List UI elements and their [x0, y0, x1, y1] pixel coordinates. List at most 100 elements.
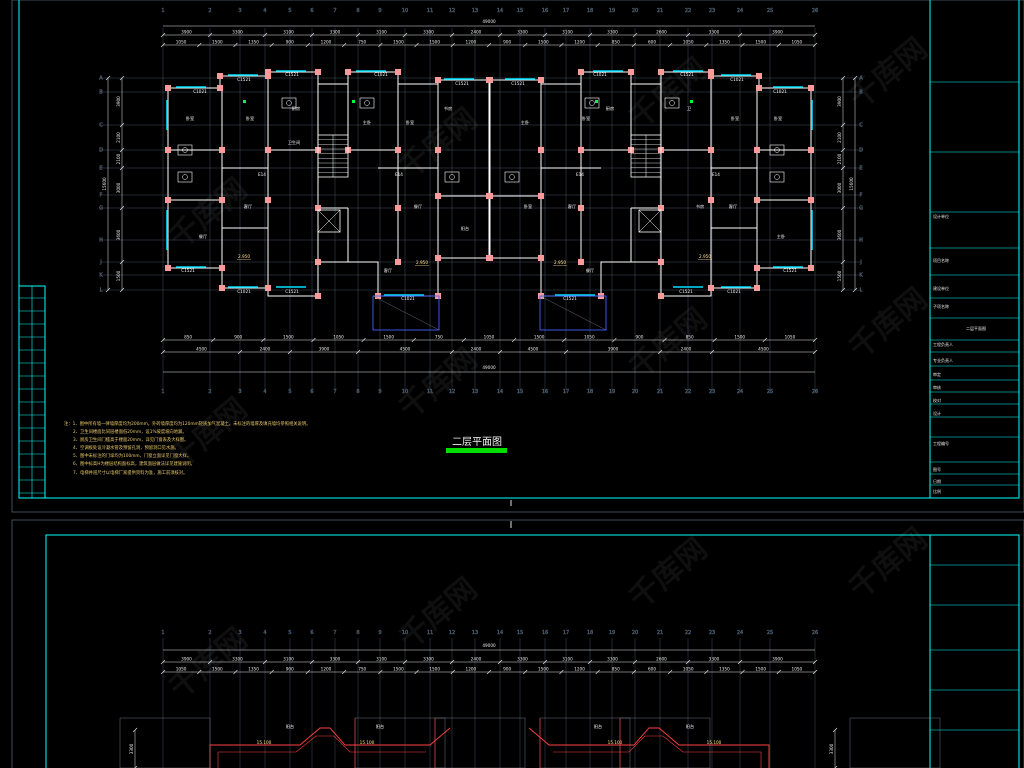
unit-type-label: E14 — [258, 172, 266, 177]
axis-number-top: 15 — [517, 630, 523, 636]
structural-column — [265, 69, 271, 75]
note-line-4: 4、空调板处设冷凝水管及预留孔洞，预留洞口见水施。 — [73, 446, 179, 452]
dimension-right-sheet2: 3300 — [829, 743, 834, 754]
dimension-top-row1: 2600 — [656, 30, 667, 35]
left-strip-lines — [19, 286, 45, 498]
window-tag: C1021 — [401, 296, 415, 301]
window-tag: C1521 — [285, 72, 299, 77]
structural-column — [538, 147, 544, 153]
dimension-tick — [341, 42, 347, 48]
leader-marker — [595, 100, 598, 103]
dimension-tick — [667, 669, 673, 675]
dimension-tick — [776, 669, 781, 675]
dimension-top-row2: 850 — [612, 40, 620, 45]
dimension-left: 2100 — [116, 132, 121, 143]
dimension-tick — [210, 337, 216, 343]
axis-number-top: 14 — [497, 630, 503, 636]
dimension-tick — [132, 727, 138, 733]
axis-number-top: 25 — [767, 8, 773, 14]
room-label: 卧室 — [406, 119, 414, 126]
elevator-shaft — [317, 209, 341, 233]
structural-column — [395, 259, 401, 265]
axis-number-top: 8 — [356, 8, 359, 14]
dimension-top-row2: 1500 — [429, 40, 440, 45]
dimension-tick — [355, 349, 361, 355]
dimension-right: 2100 — [837, 132, 842, 143]
dimension-tick — [709, 349, 715, 355]
dimension-tick — [587, 659, 593, 665]
dimension-left: 3600 — [116, 229, 121, 240]
dimension-bottom-row1: 2400 — [260, 347, 271, 352]
dimension-tick — [740, 669, 745, 675]
room-label: 主卧 — [363, 119, 371, 126]
axis-number-top: 23 — [709, 630, 715, 636]
axis-number-top: 5 — [288, 630, 291, 636]
dimension-bottom-row2: 1050 — [584, 335, 595, 340]
dimension-tick — [207, 659, 213, 665]
dimension-tick — [119, 147, 125, 153]
unit-type-label: E14 — [576, 172, 584, 177]
dimension-top-row1: 3100 — [562, 30, 573, 35]
watermark-text: 千库网 — [623, 531, 714, 616]
window-tag: C1021 — [593, 72, 607, 77]
structural-column — [345, 69, 351, 75]
dimension-left-total: 15600 — [102, 177, 107, 191]
dimension-tick — [402, 659, 408, 665]
window-tag: C1021 — [773, 89, 787, 94]
axis-number-top: 7 — [333, 8, 336, 14]
dimension-bottom-row2: 1500 — [383, 335, 394, 340]
dimension-tick — [414, 42, 419, 48]
roof-parapet-line — [553, 735, 762, 768]
dimension-tick — [840, 205, 846, 211]
structural-column — [265, 147, 271, 153]
axis-letter-left: F — [100, 193, 103, 199]
axis-number-top: 2 — [208, 8, 211, 14]
axis-number-top: 10 — [402, 8, 408, 14]
structural-column — [628, 69, 634, 75]
floor-plan-second-floor: 卧室卧室客厅餐厅厨房卫生间主卧卧室书房阳台餐厅客厅卧室主卧卧室客厅餐厅厨房卫卧室… — [165, 69, 814, 331]
structural-column — [435, 255, 441, 261]
dimension-top-row1: 3300 — [709, 30, 720, 35]
axis-number-top: 12 — [449, 8, 455, 14]
axis-letter-left: L — [100, 288, 103, 294]
bathroom-fixture — [664, 97, 680, 109]
general-notes: 注：1、图中所有墙一律墙厚度均为200mm，外砖墙厚度均为120mm轻质加气混凝… — [64, 421, 444, 478]
dimension-tick — [712, 337, 717, 343]
dimension-tick — [486, 669, 492, 675]
axis-number-top: 6 — [310, 8, 313, 14]
axis-number-bottom: 14 — [497, 389, 503, 395]
axis-letter-right: F — [860, 193, 863, 199]
structural-column — [658, 259, 664, 265]
axis-number-bottom: 1 — [161, 389, 164, 395]
axis-number-bottom: 4 — [263, 389, 266, 395]
structural-column — [754, 285, 760, 291]
room-label: 卧室 — [524, 203, 532, 210]
dimension-top-row2: 1050 — [792, 40, 803, 45]
dimension-tick — [812, 42, 818, 48]
dimension-top-row2: 600 — [648, 40, 656, 45]
axis-number-bottom: 10 — [402, 389, 408, 395]
axis-number-top: 11 — [427, 630, 433, 636]
window-tag: C1521 — [237, 77, 251, 82]
dimension-top-row2: 1500 — [393, 40, 404, 45]
dimension-tick — [402, 32, 408, 38]
structural-column — [219, 265, 225, 271]
axis-number-top: 19 — [609, 8, 615, 14]
dimension-right-total: 15600 — [849, 177, 854, 191]
dimension-tick — [160, 349, 166, 355]
roof-zone-outline — [434, 717, 526, 768]
dimension-top-row2: 1200 — [574, 40, 585, 45]
structural-column — [395, 69, 401, 75]
bathroom-fixture — [359, 97, 375, 109]
dimension-top-row2: 900 — [286, 40, 294, 45]
dimension-tick — [740, 42, 745, 48]
elevator-cross — [317, 209, 341, 233]
dimension-tick — [119, 205, 125, 211]
dimension-tick — [704, 669, 709, 675]
axis-number-top: 21 — [657, 630, 663, 636]
dimension-tick — [657, 349, 663, 355]
structural-column — [217, 85, 223, 91]
dimension-top-row2-sheet2: 1500 — [393, 667, 404, 672]
dimension-tick — [309, 32, 315, 38]
dimension-left: 1500 — [116, 270, 121, 281]
